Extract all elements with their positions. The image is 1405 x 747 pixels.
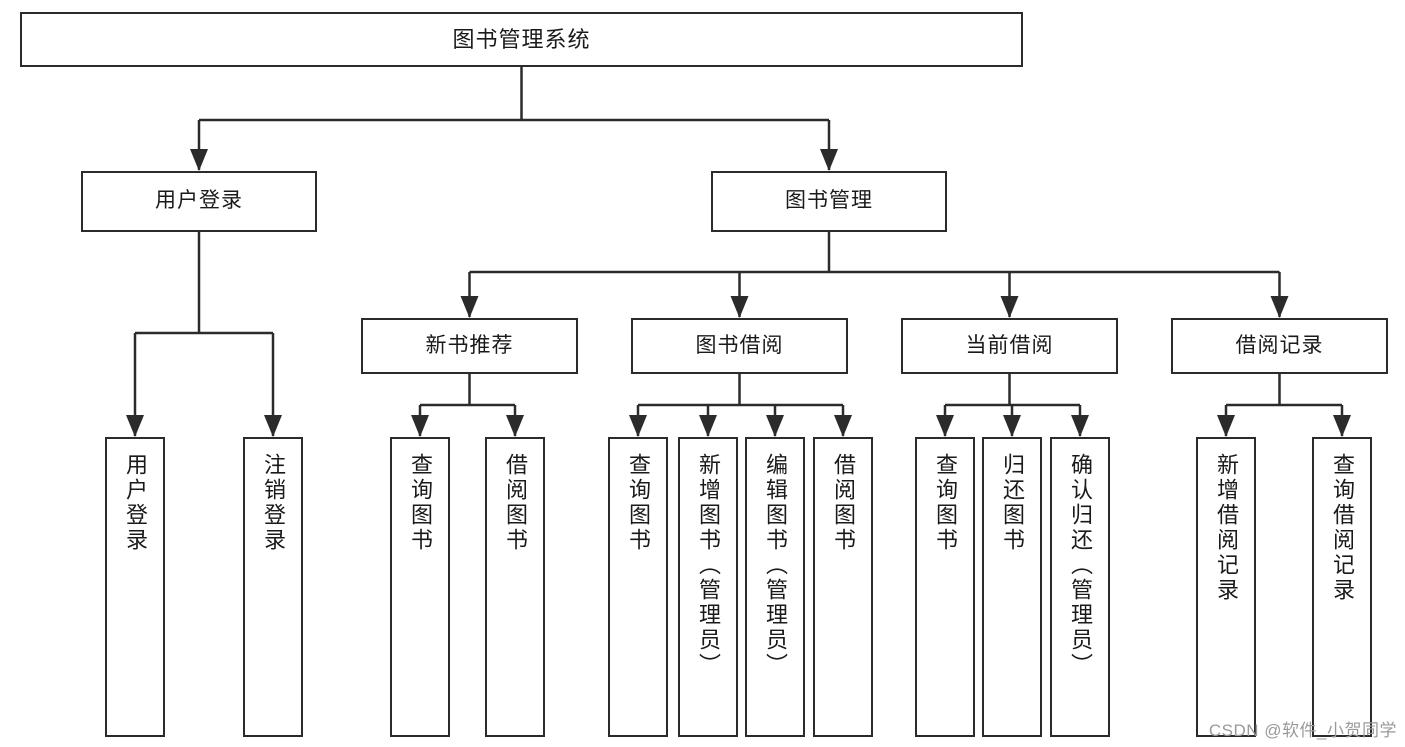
node-root[interactable]: 图书管理系统 xyxy=(20,12,1023,67)
node-leaf-add-record-label: 新增借阅记录 xyxy=(1214,453,1239,603)
node-current-borrow-label: 当前借阅 xyxy=(965,333,1054,357)
node-borrow-record-label: 借阅记录 xyxy=(1235,333,1324,357)
node-book-borrow[interactable]: 图书借阅 xyxy=(631,318,848,374)
node-new-book-recommend-label: 新书推荐 xyxy=(425,333,514,357)
node-leaf-edit-book-label: 编辑图书（管理员） xyxy=(763,453,788,678)
node-leaf-borrow-book-1[interactable]: 借阅图书 xyxy=(485,437,545,737)
node-leaf-query-book-2[interactable]: 查询图书 xyxy=(608,437,668,737)
node-root-label: 图书管理系统 xyxy=(452,26,591,52)
node-leaf-query-record-label: 查询借阅记录 xyxy=(1330,453,1355,603)
node-book-manage-label: 图书管理 xyxy=(785,189,873,213)
node-current-borrow[interactable]: 当前借阅 xyxy=(901,318,1118,374)
node-leaf-logout[interactable]: 注销登录 xyxy=(243,437,303,737)
node-leaf-query-book-3[interactable]: 查询图书 xyxy=(915,437,975,737)
node-book-borrow-label: 图书借阅 xyxy=(695,333,784,357)
node-leaf-add-book-label: 新增图书（管理员） xyxy=(696,453,721,678)
node-leaf-query-book-1-label: 查询图书 xyxy=(408,453,433,553)
node-new-book-recommend[interactable]: 新书推荐 xyxy=(361,318,578,374)
node-leaf-user-login-label: 用户登录 xyxy=(123,453,148,553)
node-leaf-query-record[interactable]: 查询借阅记录 xyxy=(1312,437,1372,737)
node-leaf-return-book[interactable]: 归还图书 xyxy=(982,437,1042,737)
node-leaf-confirm-return[interactable]: 确认归还（管理员） xyxy=(1050,437,1110,737)
node-leaf-query-book-3-label: 查询图书 xyxy=(933,453,958,553)
node-leaf-add-book[interactable]: 新增图书（管理员） xyxy=(678,437,738,737)
node-leaf-return-book-label: 归还图书 xyxy=(1000,453,1025,553)
node-leaf-query-book-2-label: 查询图书 xyxy=(626,453,651,553)
node-leaf-add-record[interactable]: 新增借阅记录 xyxy=(1196,437,1256,737)
node-leaf-query-book-1[interactable]: 查询图书 xyxy=(390,437,450,737)
node-leaf-borrow-book-1-label: 借阅图书 xyxy=(503,453,528,553)
node-book-manage[interactable]: 图书管理 xyxy=(711,171,947,232)
node-leaf-edit-book[interactable]: 编辑图书（管理员） xyxy=(745,437,805,737)
node-user-login-label: 用户登录 xyxy=(155,189,243,213)
node-leaf-borrow-book-2[interactable]: 借阅图书 xyxy=(813,437,873,737)
watermark-text: CSDN @软件_小贺同学 xyxy=(1208,721,1397,740)
node-leaf-user-login[interactable]: 用户登录 xyxy=(105,437,165,737)
node-leaf-confirm-return-label: 确认归还（管理员） xyxy=(1068,453,1093,678)
node-leaf-logout-label: 注销登录 xyxy=(261,453,286,553)
node-user-login[interactable]: 用户登录 xyxy=(81,171,317,232)
node-leaf-borrow-book-2-label: 借阅图书 xyxy=(831,453,856,553)
node-borrow-record[interactable]: 借阅记录 xyxy=(1171,318,1388,374)
